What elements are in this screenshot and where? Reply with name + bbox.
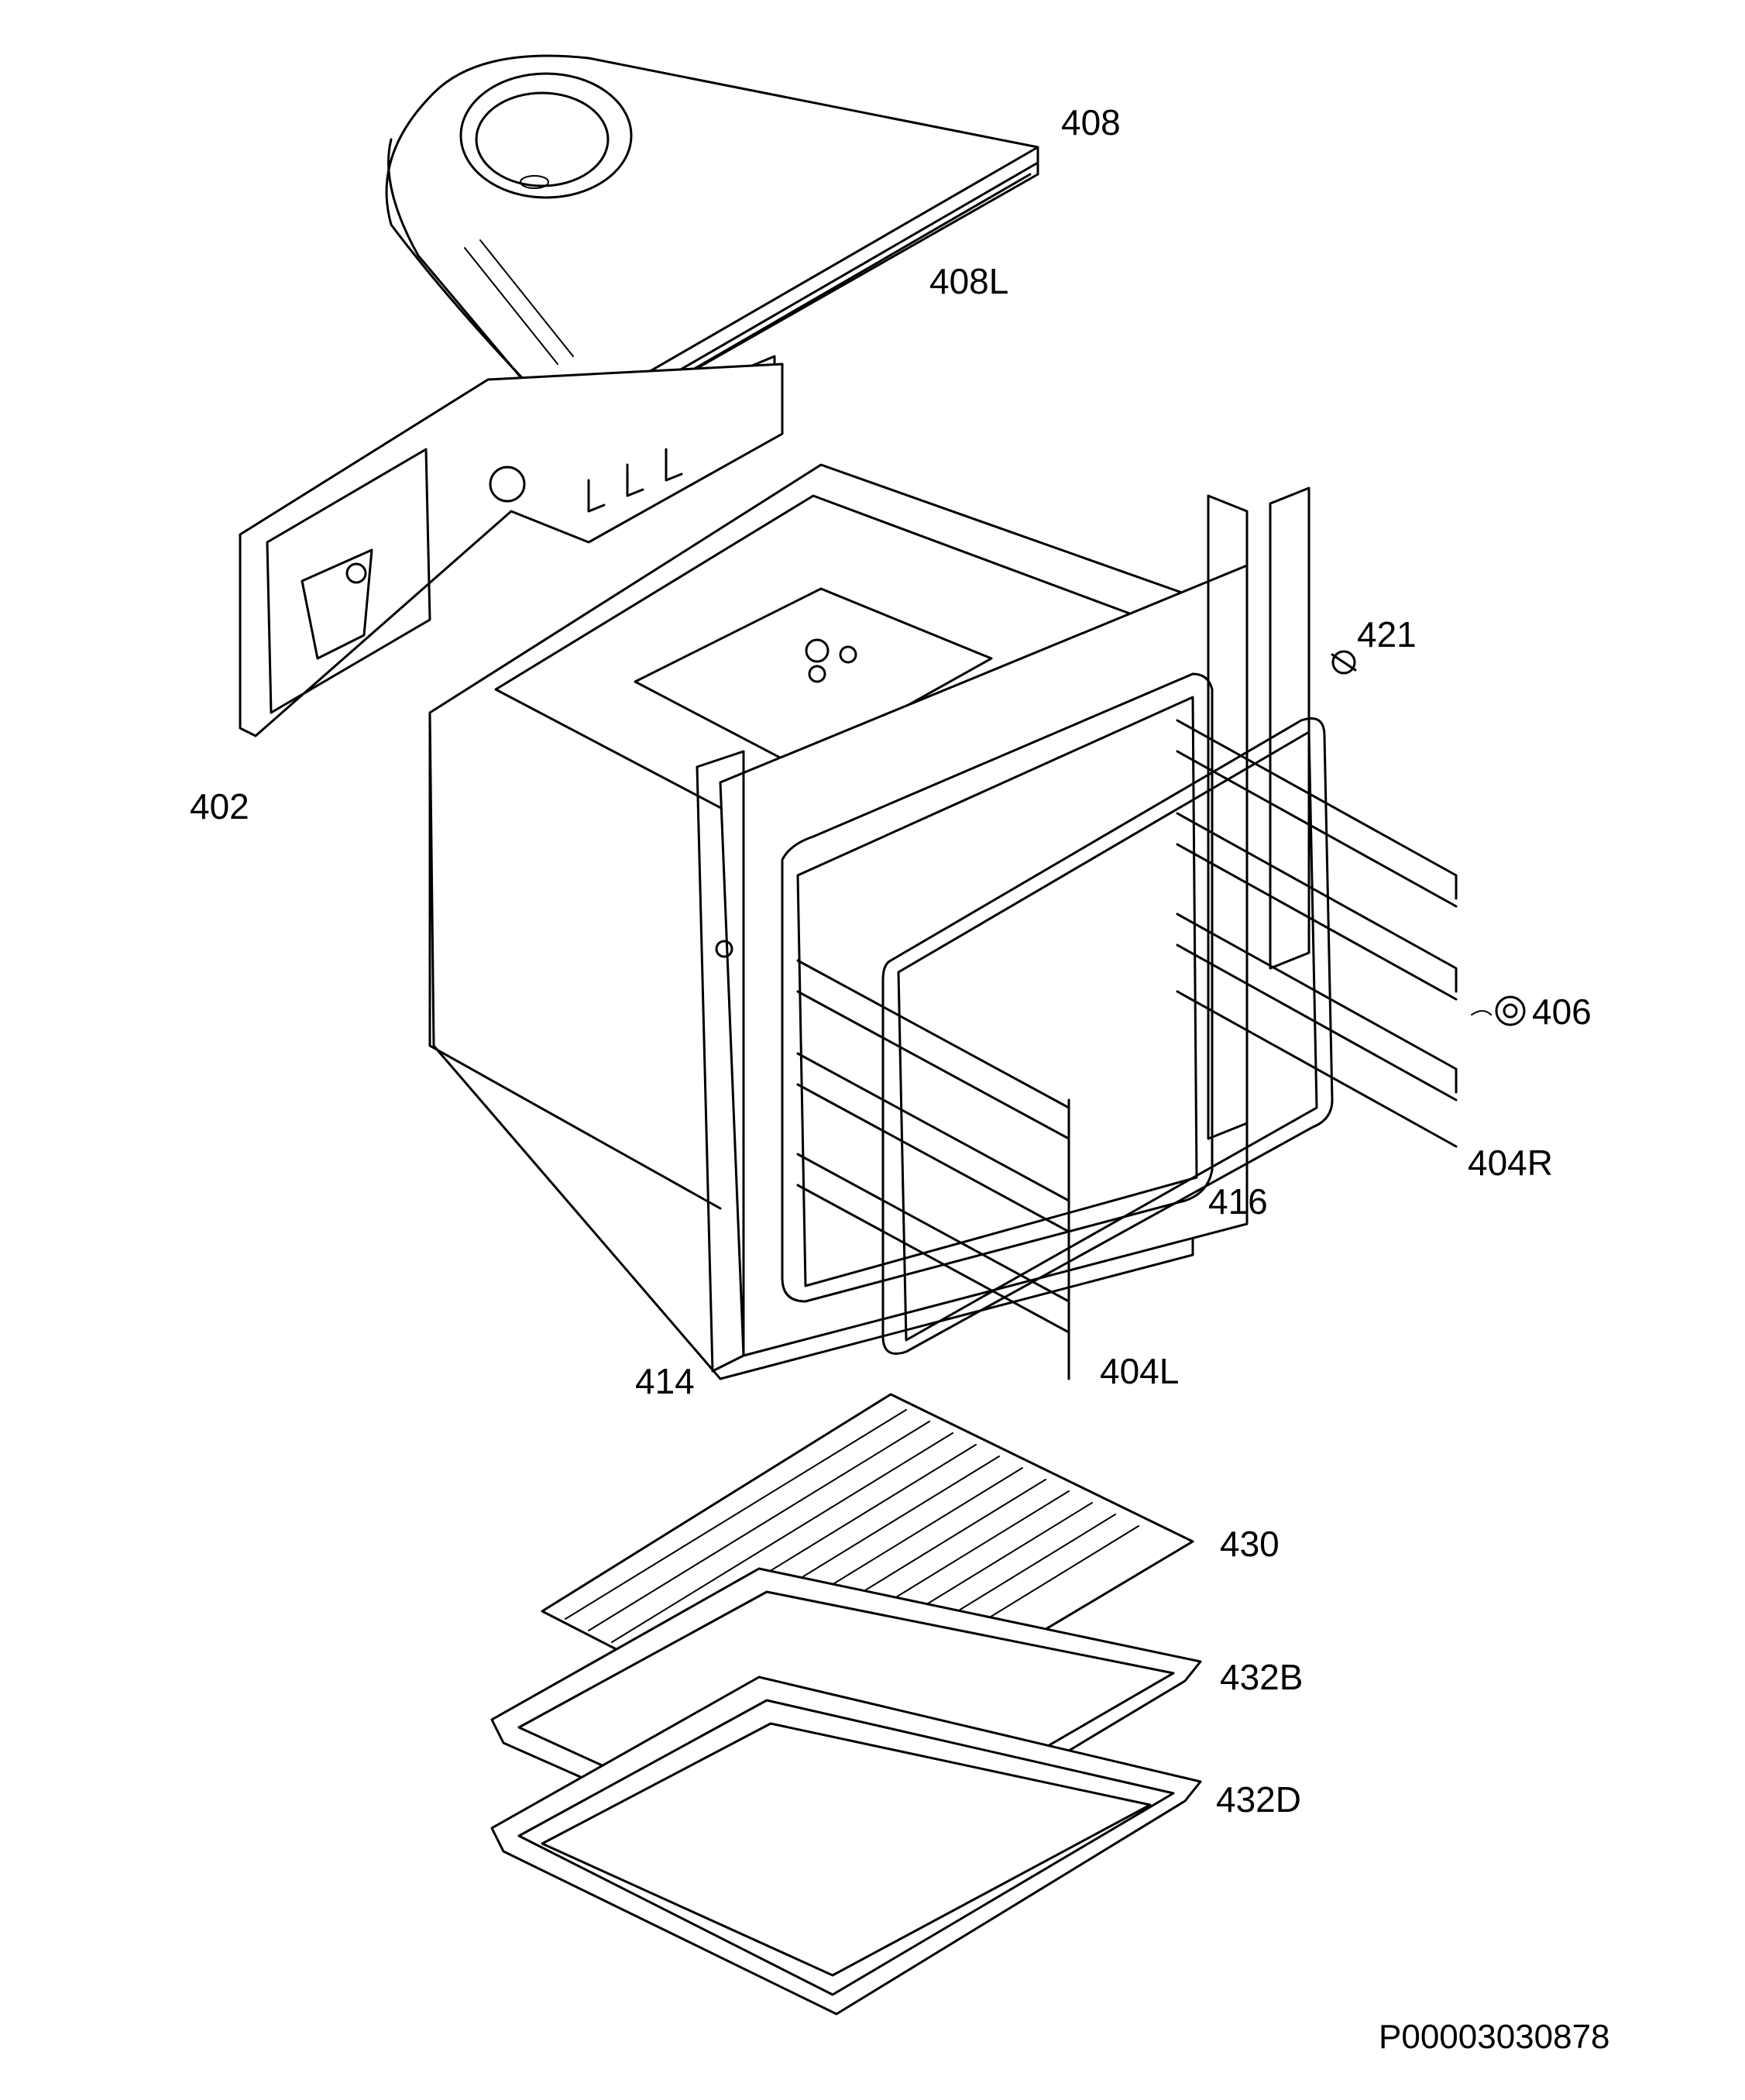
part-416-door-seal <box>881 717 1334 1355</box>
callout-406: 406 <box>1532 992 1592 1032</box>
part-421-screw <box>1331 650 1357 675</box>
callout-402: 402 <box>190 786 249 827</box>
callout-432D: 432D <box>1216 1779 1301 1820</box>
callout-404R: 404R <box>1468 1143 1553 1183</box>
part-414-oven-cavity <box>428 463 1310 1380</box>
callout-414: 414 <box>635 1361 695 1401</box>
callout-408: 408 <box>1061 102 1121 143</box>
part-406-nut <box>1471 995 1526 1026</box>
callout-421: 421 <box>1357 614 1417 655</box>
callout-432B: 432B <box>1220 1657 1304 1697</box>
part-402-rear-panel <box>239 363 784 737</box>
callout-408L: 408L <box>929 261 1009 301</box>
part-432D-deep-tray <box>490 1676 1202 2016</box>
callout-416: 416 <box>1208 1181 1268 1222</box>
part-404R-right-rail <box>1176 719 1458 1148</box>
part-404L-left-rail <box>796 959 1070 1380</box>
callout-404L: 404L <box>1100 1351 1180 1391</box>
callout-430: 430 <box>1220 1524 1280 1564</box>
drawing-id: P00003030878 <box>1379 2018 1610 2056</box>
